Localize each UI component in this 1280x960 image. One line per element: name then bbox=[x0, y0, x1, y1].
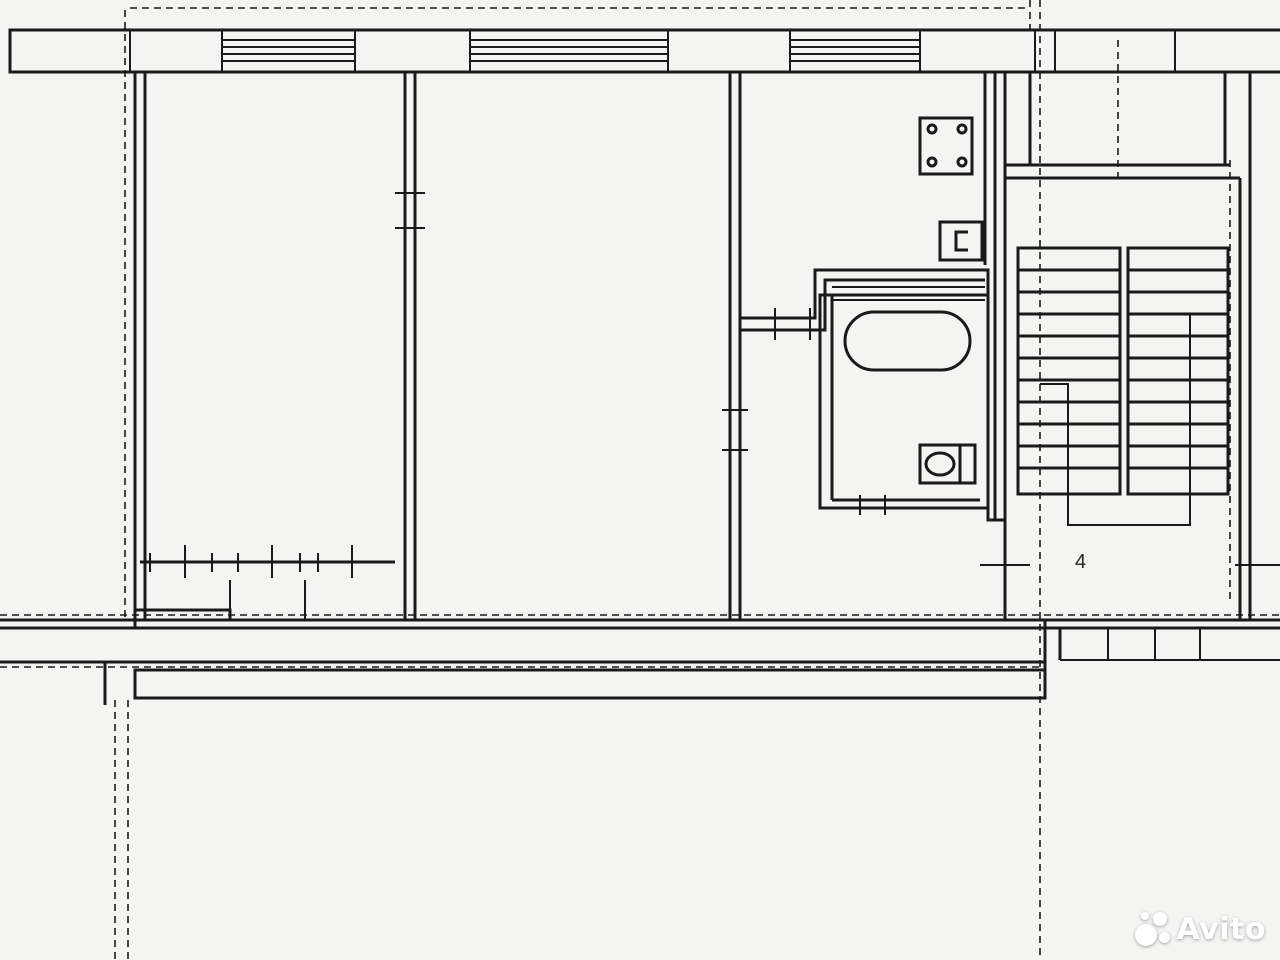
stove-icon bbox=[918, 116, 974, 176]
toilet-icon bbox=[918, 443, 977, 485]
avito-logo-icon bbox=[1133, 910, 1171, 948]
partition-room2-kitchen bbox=[722, 72, 748, 620]
staircase bbox=[1016, 246, 1230, 526]
left-exterior-wall bbox=[114, 10, 147, 960]
stair-number-label: 4 bbox=[1075, 551, 1086, 573]
avito-brand-text: Avito bbox=[1176, 911, 1266, 947]
bathtub-icon bbox=[843, 310, 972, 372]
stair-hall-walls bbox=[1005, 0, 1252, 960]
bathroom bbox=[740, 268, 1005, 522]
partition-room1-room2 bbox=[395, 72, 425, 620]
window-2 bbox=[470, 39, 668, 62]
kitchen-right-wall bbox=[983, 72, 1007, 620]
room1-dimension-line bbox=[140, 545, 395, 578]
top-exterior-wall bbox=[8, 0, 1280, 74]
sink-icon bbox=[938, 220, 984, 262]
window-3 bbox=[790, 39, 920, 62]
window-1 bbox=[222, 39, 355, 62]
bottom-walls bbox=[0, 564, 1280, 705]
avito-watermark: Avito bbox=[1133, 910, 1266, 948]
